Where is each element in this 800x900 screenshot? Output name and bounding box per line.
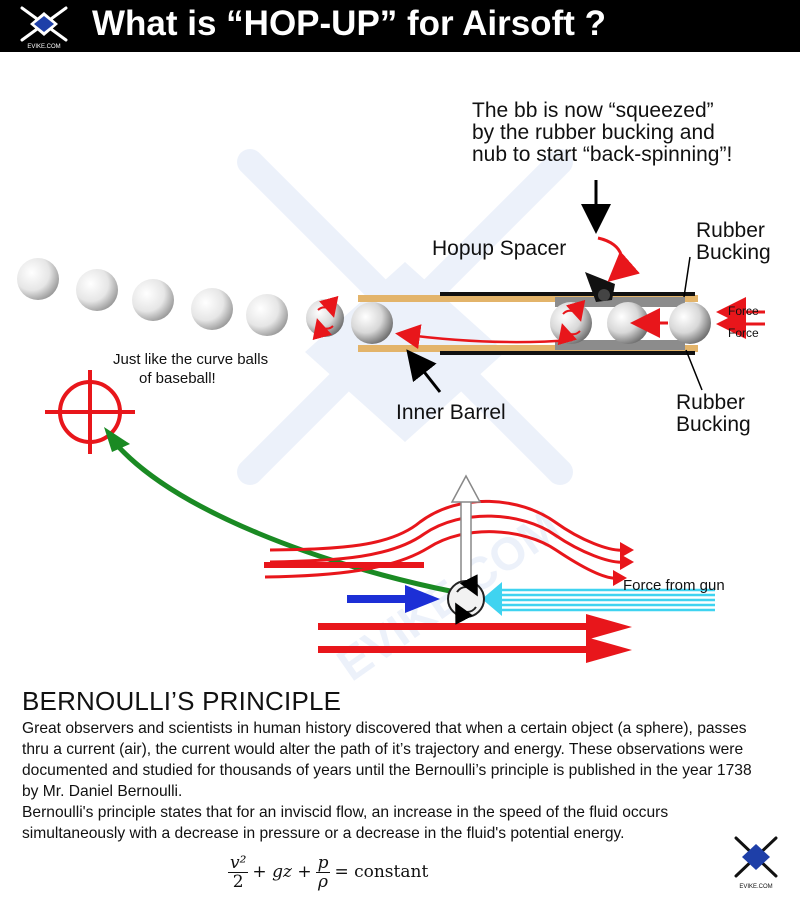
- bb-backspin: [550, 302, 592, 344]
- svg-text:EVIKE.COM: EVIKE.COM: [739, 884, 772, 890]
- fraction-rho-denominator: ρ: [318, 871, 328, 892]
- fraction-p-numerator: p: [315, 852, 331, 873]
- squeeze-note-line-2: by the rubber bucking and: [472, 121, 715, 144]
- bernoulli-paragraph-2: Bernoulli's principle states that for an…: [22, 804, 669, 842]
- bernoulli-heading: BERNOULLI’S PRINCIPLE: [22, 686, 342, 716]
- equation-constant: = constant: [334, 862, 429, 882]
- squeeze-note-line-1: The bb is now “squeezed”: [472, 99, 714, 122]
- rubber-bucking-bottom: [555, 340, 685, 350]
- bb-spinning: [306, 299, 344, 337]
- evike-logo-bottom-icon: EVIKE.COM: [734, 836, 778, 890]
- page-title: What is “HOP-UP” for Airsoft ?: [92, 4, 606, 43]
- fraction-v-squared: v² 2: [228, 852, 249, 892]
- target-crosshair-icon: [45, 370, 135, 454]
- rubber-bucking-top: [555, 297, 685, 307]
- bb-loaded-2: [669, 302, 711, 344]
- fraction-v-denominator: 2: [232, 871, 244, 892]
- bb-in-barrel: [351, 302, 393, 344]
- curve-ball-note: Just like the curve balls of baseball!: [113, 350, 268, 388]
- bb-trail-4: [191, 288, 233, 330]
- force-top-label: Force: [728, 304, 759, 318]
- inner-barrel-label: Inner Barrel: [396, 401, 506, 424]
- fraction-v-numerator: v²: [228, 852, 249, 873]
- curve-ball-note-line-1: Just like the curve balls: [113, 351, 269, 368]
- trajectory-arrow: [108, 435, 456, 595]
- squeeze-note-line-3: nub to start “back-spinning”!: [472, 143, 733, 166]
- rubber-bucking-bottom-line-2: Bucking: [676, 413, 751, 436]
- rubber-bucking-top-line-2: Bucking: [696, 241, 771, 264]
- bernoulli-paragraph-1: Great observers and scientists in human …: [22, 720, 752, 800]
- evike-logo-icon: EVIKE.COM: [20, 6, 68, 50]
- force-from-gun-label: Force from gun: [623, 577, 725, 594]
- bb-trail-1: [17, 258, 59, 300]
- equation-gz-term: + gz +: [252, 862, 312, 882]
- diagram-canvas: EVIKE.COM: [17, 149, 765, 682]
- title-bar: EVIKE.COM What is “HOP-UP” for Airsoft ?: [0, 0, 800, 52]
- rubber-bucking-top-label: Rubber Bucking: [696, 220, 771, 264]
- bb-trail-3: [132, 279, 174, 321]
- hopup-spacer-label: Hopup Spacer: [432, 237, 567, 260]
- inner-barrel-bottom: [358, 345, 698, 352]
- force-from-gun-arrows: [500, 588, 715, 612]
- rubber-bucking-top-line-1: Rubber: [696, 219, 765, 242]
- hopup-diagram: EVIKE.COM: [0, 52, 800, 682]
- curve-ball-note-line-2: of baseball!: [139, 370, 216, 387]
- fraction-p-rho: p ρ: [315, 852, 331, 892]
- rubber-bucking-bottom-line-1: Rubber: [676, 391, 745, 414]
- force-bottom-label: Force: [728, 326, 759, 340]
- bb-trail-5: [246, 294, 288, 336]
- rubber-bucking-bottom-label: Rubber Bucking: [676, 392, 751, 436]
- squeeze-note: The bb is now “squeezed” by the rubber b…: [472, 100, 732, 166]
- bb-trail-2: [76, 269, 118, 311]
- bernoulli-equation: v² 2 + gz + p ρ = constant: [228, 848, 428, 896]
- bernoulli-description: Great observers and scientists in human …: [22, 718, 762, 844]
- svg-text:EVIKE.COM: EVIKE.COM: [27, 44, 60, 50]
- inner-barrel-top: [358, 295, 698, 302]
